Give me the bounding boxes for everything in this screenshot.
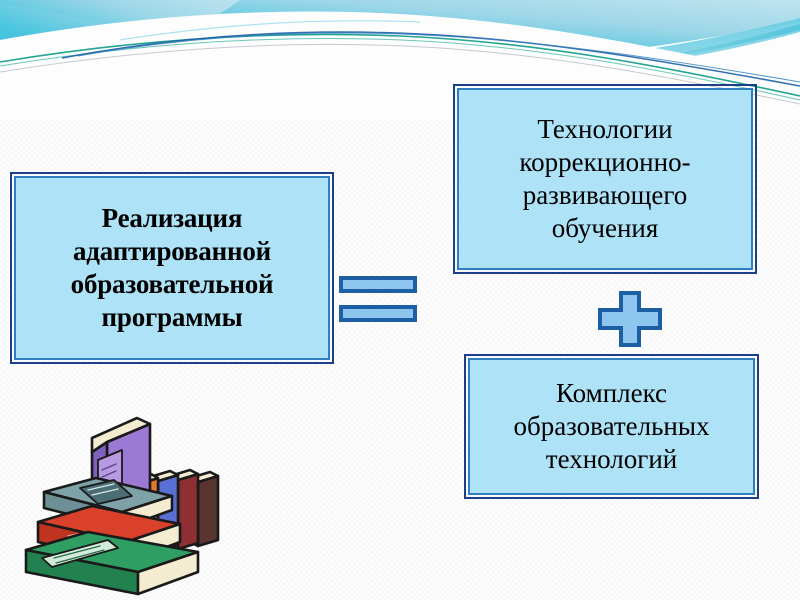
box-tech-correction-text: Технологии коррекционно- развивающего об…	[519, 114, 691, 243]
equals-sign-icon	[339, 276, 417, 322]
box-realization-of-adapted-program[interactable]: Реализация адаптированной образовательно…	[10, 172, 334, 364]
header-wave-decoration	[0, 0, 800, 120]
equals-bar-bottom	[339, 305, 417, 322]
plus-sign-icon	[598, 291, 662, 347]
box-program-text: Реализация адаптированной образовательно…	[70, 203, 274, 332]
box-tech-complex-text: Комплекс образовательных технологий	[513, 378, 710, 474]
box-correctional-developmental-technologies[interactable]: Технологии коррекционно- развивающего об…	[453, 84, 757, 274]
equals-bar-top	[339, 276, 417, 293]
box-complex-of-educational-technologies[interactable]: Комплекс образовательных технологий	[464, 354, 759, 499]
stack-of-books-icon	[22, 412, 242, 597]
